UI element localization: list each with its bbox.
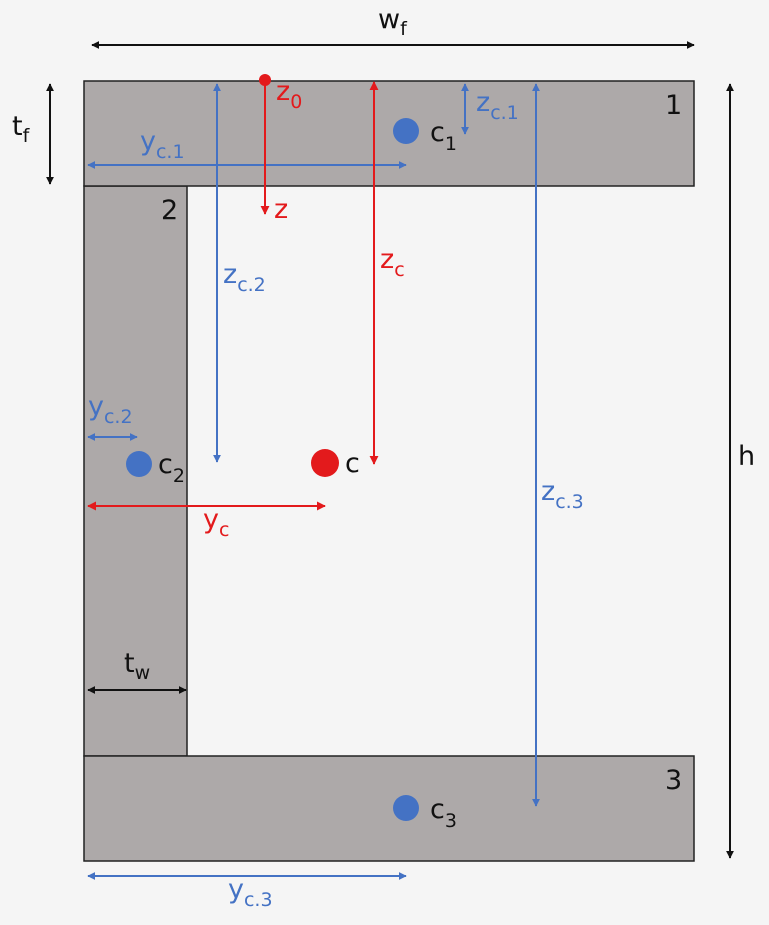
c1-label: c1: [430, 117, 457, 155]
z-axis-label: z: [274, 194, 288, 225]
y-c-label: yc: [203, 504, 229, 541]
w-f-label: wf: [378, 4, 408, 40]
z-c2-label: zc.2: [223, 259, 266, 296]
c3-label: c3: [430, 794, 457, 832]
c2-label: c2: [158, 449, 185, 487]
c-centroid-point: [311, 449, 339, 477]
c1-centroid-point: [393, 118, 419, 144]
t-f-label: tf: [12, 111, 31, 147]
c-label: c: [345, 448, 360, 479]
part-2-number: 2: [161, 195, 178, 226]
z-c-label: zc: [380, 244, 405, 281]
y-c3-label: yc.3: [228, 874, 273, 911]
h-label: h: [738, 441, 755, 472]
part-3-bottom-flange: [83, 755, 695, 862]
part-3-number: 3: [665, 765, 682, 796]
part-1-number: 1: [665, 90, 682, 121]
c3-centroid-point: [393, 795, 419, 821]
z0-origin-point: [259, 74, 271, 86]
y-c2-label: yc.2: [88, 391, 133, 428]
z0-label: z0: [276, 76, 302, 113]
z-c3-label: zc.3: [541, 476, 584, 513]
t-w-label: tw: [124, 648, 150, 684]
part-1-top-flange: [83, 80, 695, 187]
c2-centroid-point: [126, 451, 152, 477]
z-c1-label: zc.1: [476, 87, 519, 124]
y-c1-label: yc.1: [140, 126, 185, 163]
